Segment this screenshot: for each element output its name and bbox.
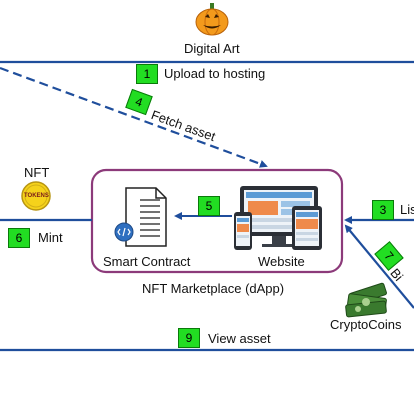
website-devices-icon <box>234 186 322 250</box>
step-label-list: Lis <box>400 202 414 217</box>
digital-art-label: Digital Art <box>184 41 240 56</box>
fetch-asset-arrow <box>0 66 268 168</box>
step-label-mint: Mint <box>38 230 63 245</box>
website-label: Website <box>258 254 305 269</box>
nft-label: NFT <box>24 165 50 180</box>
step-badge-9: 9 <box>178 328 200 348</box>
tokens-coin-icon <box>21 181 51 211</box>
marketplace-label: NFT Marketplace (dApp) <box>142 281 285 296</box>
smart-contract-icon <box>114 187 167 247</box>
pumpkin-icon <box>195 3 229 36</box>
step-badge-3: 3 <box>372 200 394 220</box>
step-label-upload: Upload to hosting <box>164 66 266 81</box>
cryptocoins-icon <box>345 282 387 318</box>
tokens-coin-text: TOKENS <box>24 193 49 199</box>
step-badge-6: 6 <box>8 228 30 248</box>
cryptocoins-label: CryptoCoins <box>330 317 402 332</box>
smart-contract-label: Smart Contract <box>103 254 191 269</box>
step-badge-1: 1 <box>136 64 158 84</box>
step-label-view-asset: View asset <box>208 331 271 346</box>
bid-arrow <box>344 224 414 309</box>
step-badge-5: 5 <box>198 196 220 216</box>
